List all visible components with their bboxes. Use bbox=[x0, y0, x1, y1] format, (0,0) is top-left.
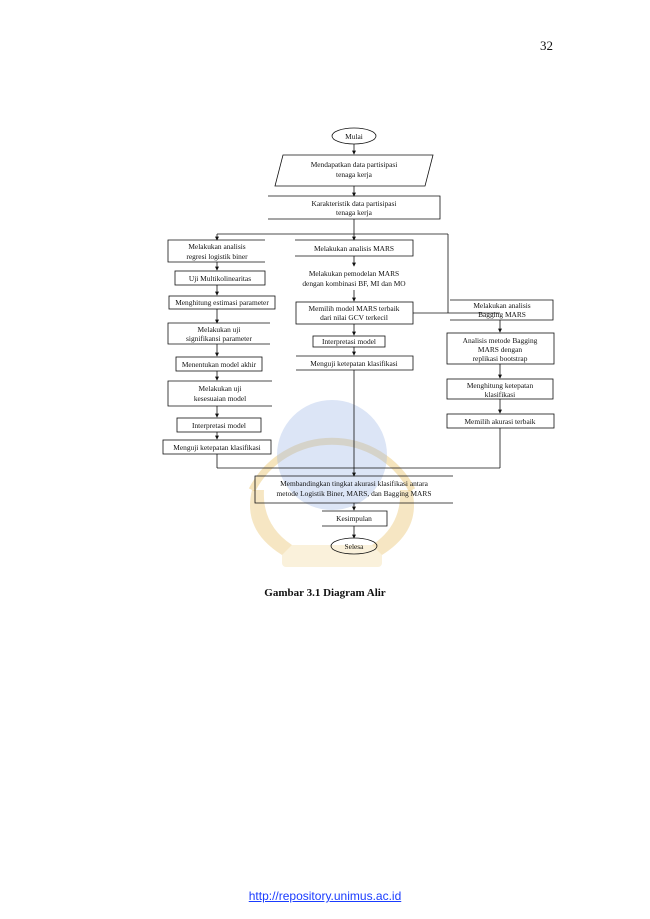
right-metode-line-2: MARS dengan bbox=[478, 345, 522, 354]
left-model-akhir: Menentukan model akhir bbox=[182, 360, 257, 369]
right-memilih: Memilih akurasi terbaik bbox=[464, 417, 535, 426]
left-kesesuaian-line-2: kesesuaian model bbox=[194, 394, 246, 403]
left-ketepatan: Menguji ketepatan klasifikasi bbox=[173, 443, 260, 452]
mid-ketepatan: Menguji ketepatan klasifikasi bbox=[310, 359, 397, 368]
input-data-line-1: Mendapatkan data partisipasi bbox=[311, 160, 398, 169]
input-data-line-2: tenaga kerja bbox=[336, 170, 373, 179]
bandingkan-line-2: metode Logistik Biner, MARS, dan Bagging… bbox=[277, 489, 432, 498]
left-analisis-line-2: regresi logistik biner bbox=[186, 252, 248, 261]
right-menghitung-line-1: Menghitung ketepatan bbox=[467, 381, 534, 390]
repository-link[interactable]: http://repository.unimus.ac.id bbox=[248, 889, 402, 903]
mid-analisis: Melakukan analisis MARS bbox=[314, 244, 394, 253]
end-label: Selesa bbox=[345, 542, 365, 551]
left-estimasi: Menghitung estimasi parameter bbox=[175, 298, 269, 307]
mid-interpretasi: Interpretasi model bbox=[322, 337, 376, 346]
start-label: Mulai bbox=[345, 132, 363, 141]
karakteristik-line-1: Karakteristik data partisipasi bbox=[312, 199, 397, 208]
left-signifikansi-line-2: signifikansi parameter bbox=[186, 334, 252, 343]
page-number: 32 bbox=[540, 38, 553, 53]
figure-caption: Gambar 3.1 Diagram Alir bbox=[264, 587, 386, 599]
bandingkan-line-1: Membandingkan tingkat akurasi klasifikas… bbox=[280, 479, 428, 488]
karakteristik-line-2: tenaga kerja bbox=[336, 208, 373, 217]
right-menghitung-line-2: klasifikasi bbox=[485, 390, 515, 399]
right-analisis-line-1: Melakukan analisis bbox=[473, 301, 530, 310]
mid-model-terbaik-line-2: dari nilai GCV terkecil bbox=[320, 313, 388, 322]
right-analisis-line-2: Bagging MARS bbox=[478, 310, 526, 319]
left-interpretasi: Interpretasi model bbox=[192, 421, 246, 430]
left-kesesuaian-line-1: Melakukan uji bbox=[199, 384, 242, 393]
mid-model-terbaik-line-1: Memilih model MARS terbaik bbox=[309, 304, 400, 313]
right-metode-line-1: Analisis metode Bagging bbox=[463, 336, 538, 345]
mid-pemodelan-line-1: Melakukan pemodelan MARS bbox=[309, 269, 399, 278]
mid-pemodelan-line-2: dengan kombinasi BF, MI dan MO bbox=[302, 279, 406, 288]
left-multikol: Uji Multikolinearitas bbox=[189, 274, 251, 283]
left-analisis-line-1: Melakukan analisis bbox=[188, 242, 245, 251]
right-metode-line-3: replikasi bootstrap bbox=[473, 354, 528, 363]
left-signifikansi-line-1: Melakukan uji bbox=[198, 325, 241, 334]
kesimpulan: Kesimpulan bbox=[336, 514, 372, 523]
